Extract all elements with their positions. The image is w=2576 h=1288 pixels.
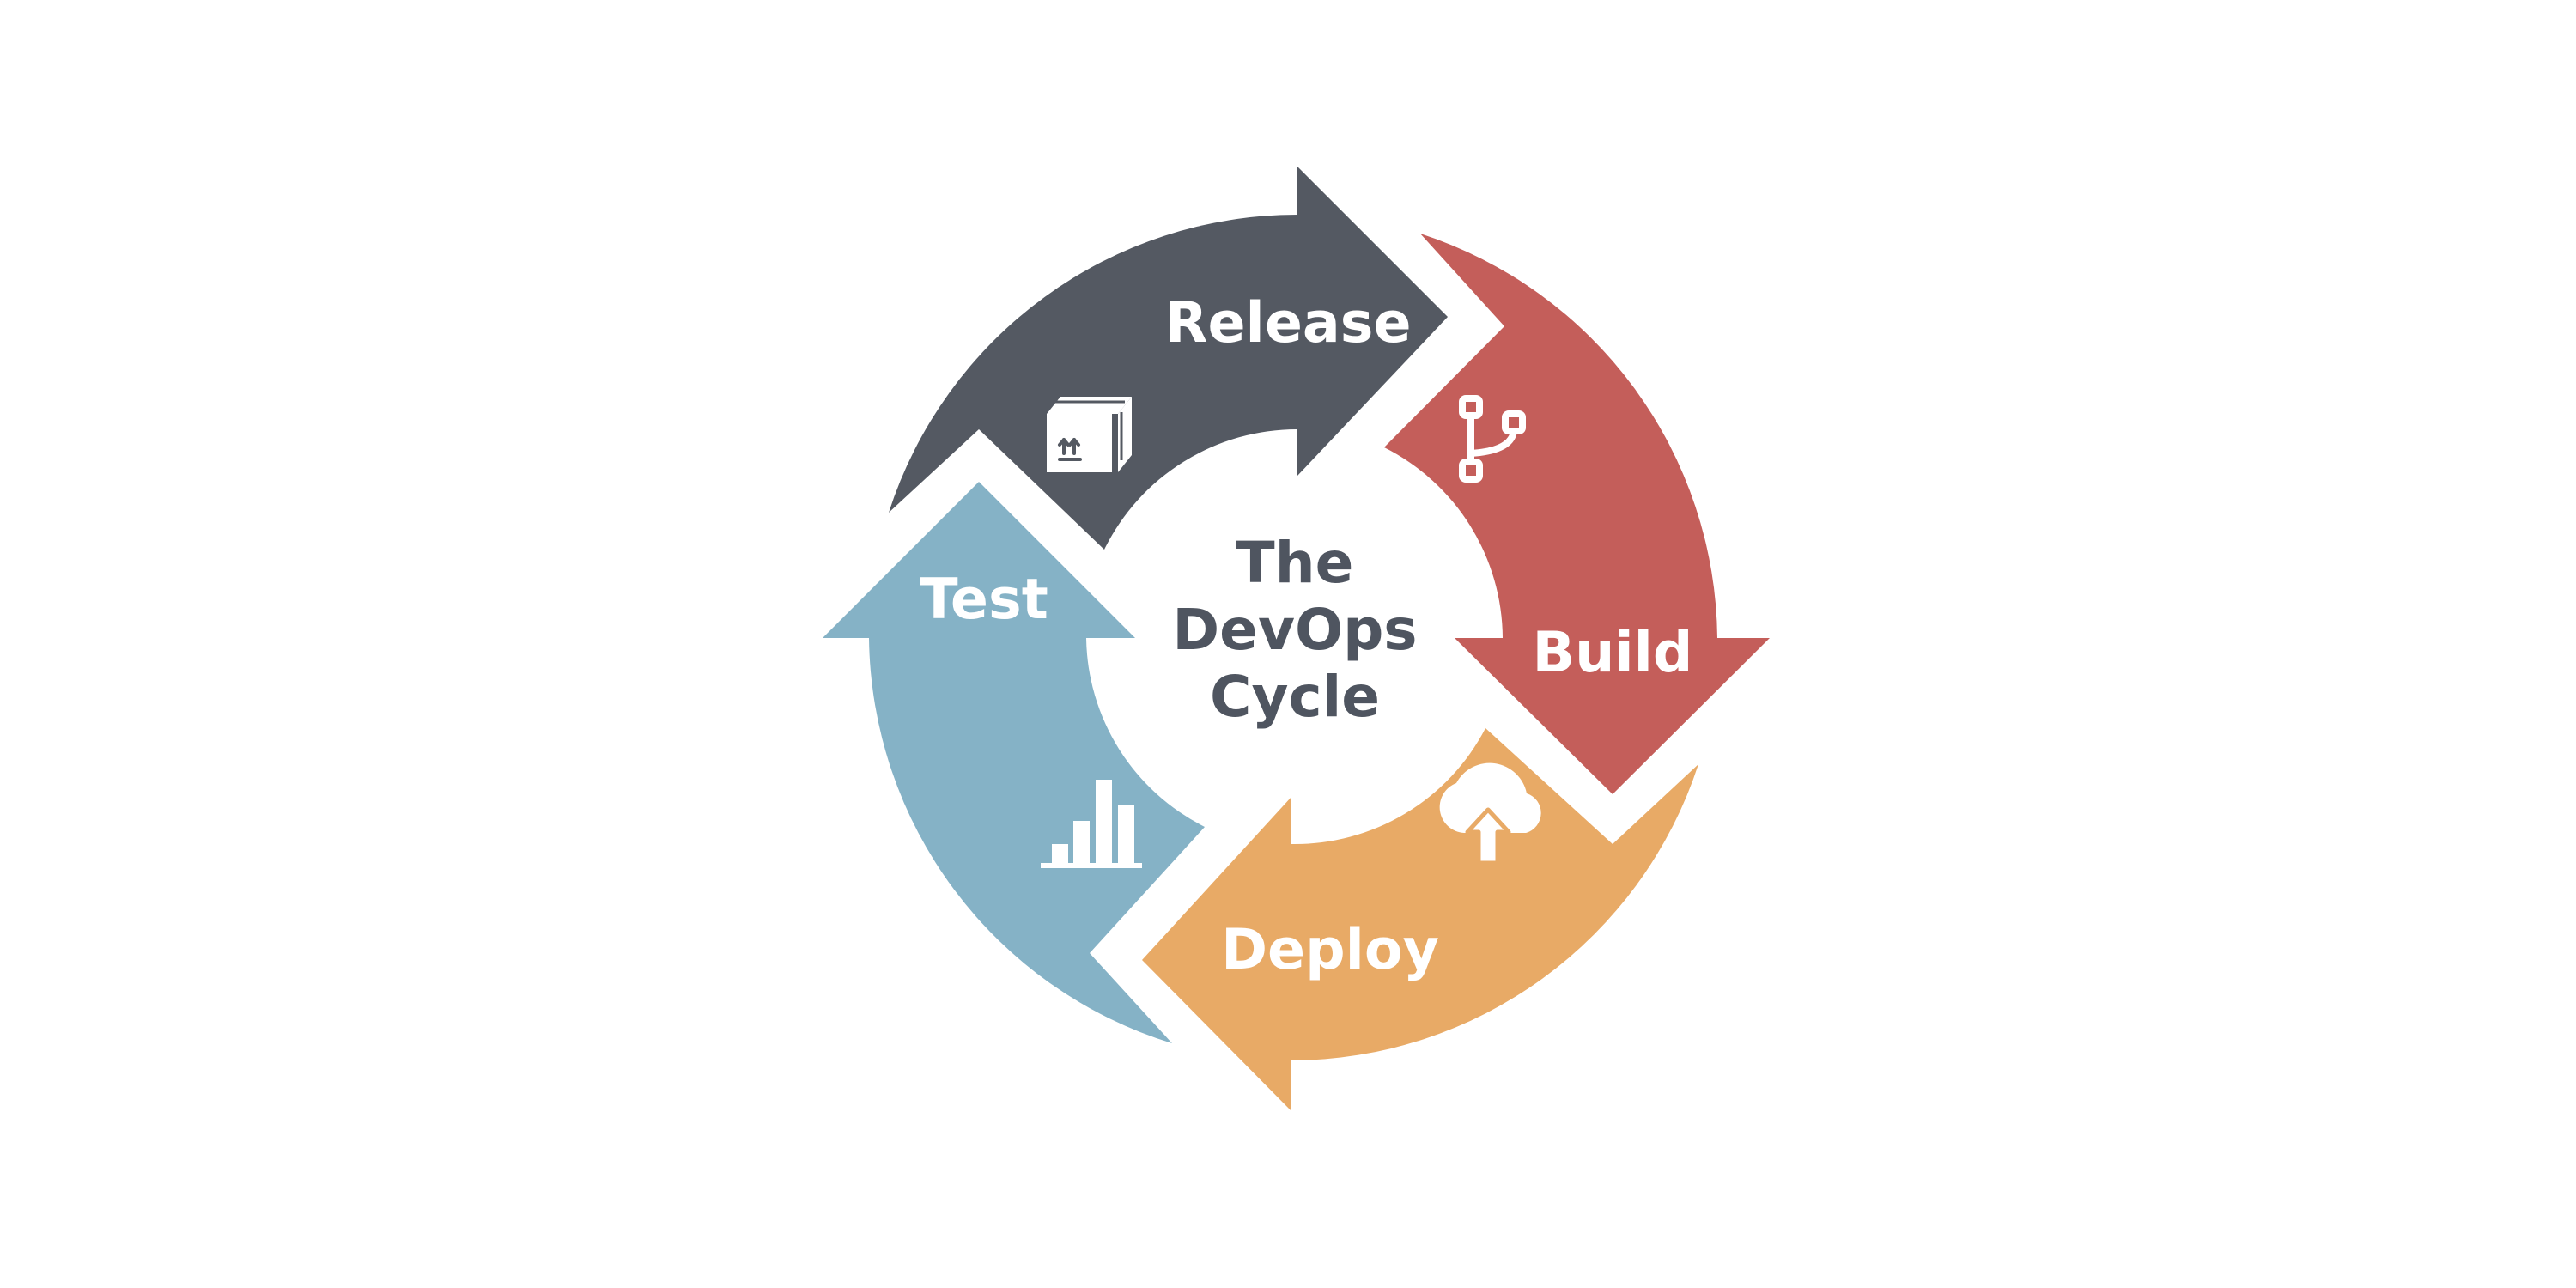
deploy-label: Deploy: [1221, 918, 1439, 982]
center-title: The DevOps Cycle: [1172, 530, 1417, 730]
test-label: Test: [920, 568, 1048, 632]
release-arrow: [889, 167, 1448, 550]
build-arrow: [1384, 234, 1770, 794]
package-box-icon: [1047, 397, 1132, 472]
deploy-arrow: [1142, 728, 1698, 1111]
center-title-line-2: DevOps: [1172, 597, 1417, 663]
center-title-line-3: Cycle: [1210, 664, 1380, 730]
release-label: Release: [1164, 291, 1411, 355]
cloud-upload-icon: [1439, 762, 1541, 866]
deploy-stage: Deploy: [1142, 728, 1698, 1111]
build-label: Build: [1533, 621, 1693, 685]
test-arrow: [823, 482, 1205, 1043]
bar-chart-icon: [1041, 780, 1142, 868]
release-stage: Release: [889, 167, 1448, 550]
build-stage: Build: [1384, 234, 1770, 794]
test-stage: Test: [823, 482, 1205, 1043]
center-title-line-1: The: [1236, 530, 1354, 596]
git-branch-icon: [1459, 395, 1526, 483]
